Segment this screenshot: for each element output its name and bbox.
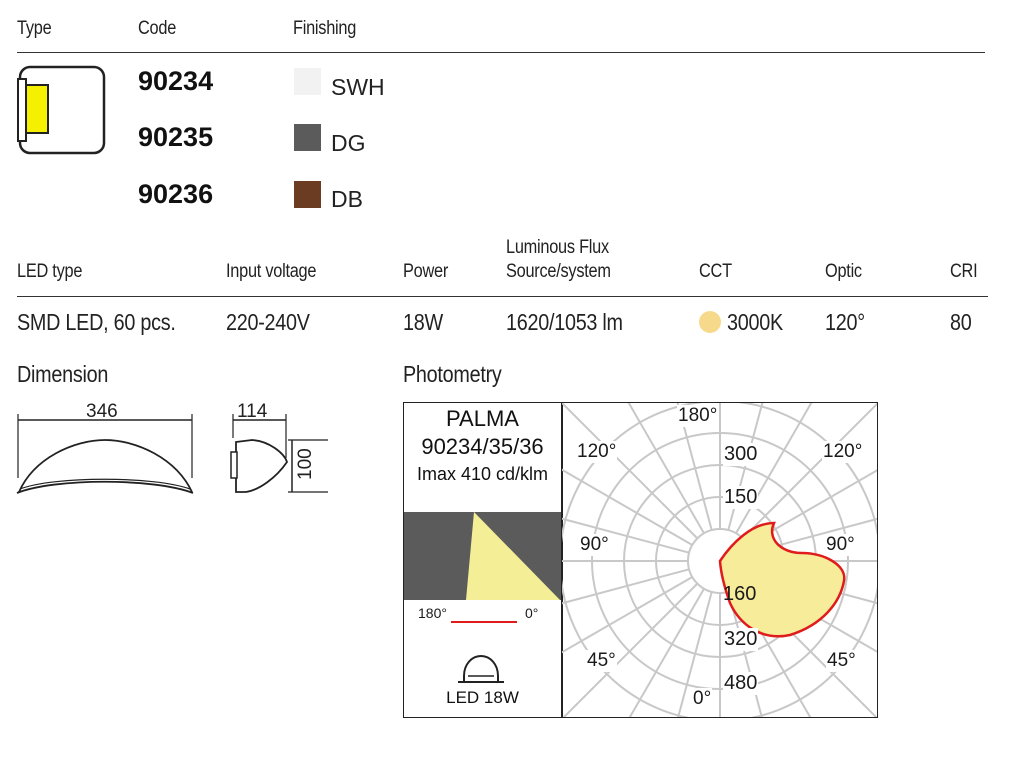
spec-header-led-type: LED type	[17, 261, 83, 282]
dimension-width: 346	[86, 401, 118, 422]
polar-spoke	[627, 403, 705, 534]
beam-angle-right: 0°	[525, 605, 539, 621]
polar-spoke	[562, 582, 699, 717]
swatch-dg	[294, 124, 321, 151]
finish-label-3: DB	[331, 186, 363, 212]
polar-value-480: 480	[723, 672, 759, 695]
polar-angle-180: 180°	[677, 405, 719, 427]
dimension-depth: 114	[237, 401, 268, 422]
spec-header-input-voltage: Input voltage	[226, 261, 317, 282]
finish-label-1: SWH	[331, 74, 385, 100]
product-code-1: 90234	[138, 66, 214, 96]
polar-spoke	[747, 469, 877, 546]
spec-header-optic: Optic	[825, 261, 862, 282]
polar-value-300: 300	[723, 443, 759, 466]
spec-header-source-system: Source/system	[506, 261, 611, 282]
polar-angle-45-left: 45°	[586, 650, 617, 672]
led-lamp-icon	[458, 654, 504, 683]
polar-angle-90-left: 90°	[579, 534, 610, 556]
header-type: Type	[17, 18, 52, 39]
beam-angle-left: 180°	[418, 605, 447, 621]
dimension-title: Dimension	[17, 361, 109, 387]
dimension-drawing	[16, 414, 328, 494]
polar-angle-90-right: 90°	[825, 534, 856, 556]
product-code-2: 90235	[138, 122, 214, 152]
spec-value-cri: 80	[950, 309, 972, 335]
spec-header-power: Power	[403, 261, 449, 282]
spec-value-cct: 3000K	[727, 309, 783, 335]
polar-angle-45-right: 45°	[826, 650, 857, 672]
spec-value-optic: 120°	[825, 309, 865, 335]
polar-angle-120-right: 120°	[822, 441, 864, 463]
photometry-title: Photometry	[403, 361, 502, 387]
polar-diagram	[562, 403, 877, 717]
swatch-swh	[294, 68, 321, 95]
header-rule	[17, 52, 985, 53]
polar-value-150: 150	[723, 486, 759, 509]
polar-spoke	[628, 588, 705, 717]
polar-spoke	[562, 576, 693, 654]
spec-header-cri: CRI	[950, 261, 978, 282]
photometry-divider	[561, 402, 563, 718]
product-code-3: 90236	[138, 179, 214, 209]
finish-label-2: DG	[331, 130, 366, 156]
beam-curve-legend	[451, 621, 517, 623]
polar-spoke	[562, 517, 690, 554]
photometry-lamp-label: LED 18W	[446, 688, 519, 707]
spec-value-power: 18W	[403, 309, 443, 335]
spec-value-luminous-flux: 1620/1053 lm	[506, 309, 623, 335]
cct-color-dot	[699, 311, 721, 333]
polar-spoke	[562, 568, 690, 605]
dimension-height: 100	[295, 448, 316, 480]
polar-spoke	[735, 403, 813, 534]
beam-illustration	[404, 512, 561, 600]
polar-angle-0: 0°	[692, 688, 713, 710]
photometry-panel	[403, 402, 878, 718]
polar-value-320: 320	[723, 628, 759, 651]
photometry-product-codes: 90234/35/36	[421, 434, 544, 459]
polar-spoke	[676, 403, 713, 531]
polar-spoke	[562, 468, 693, 546]
photometry-imax: Imax 410 cd/klm	[416, 464, 549, 484]
header-finishing: Finishing	[293, 18, 357, 39]
polar-angle-120-left: 120°	[576, 441, 618, 463]
spec-header-cct: CCT	[699, 261, 732, 282]
wall-lamp-type-icon	[17, 65, 106, 155]
polar-spoke	[750, 517, 877, 554]
polar-spoke	[677, 591, 713, 717]
polar-spoke	[562, 403, 699, 540]
spec-header-luminous-flux: Luminous Flux	[506, 237, 609, 258]
spec-rule	[17, 296, 988, 297]
polar-spoke	[741, 403, 877, 540]
spec-value-led-type: SMD LED, 60 pcs.	[17, 309, 176, 335]
polar-value-160: 160	[723, 583, 757, 605]
photometry-product-name: PALMA	[446, 406, 519, 431]
header-code: Code	[138, 18, 177, 39]
spec-value-input-voltage: 220-240V	[226, 309, 310, 335]
swatch-db	[294, 181, 321, 208]
